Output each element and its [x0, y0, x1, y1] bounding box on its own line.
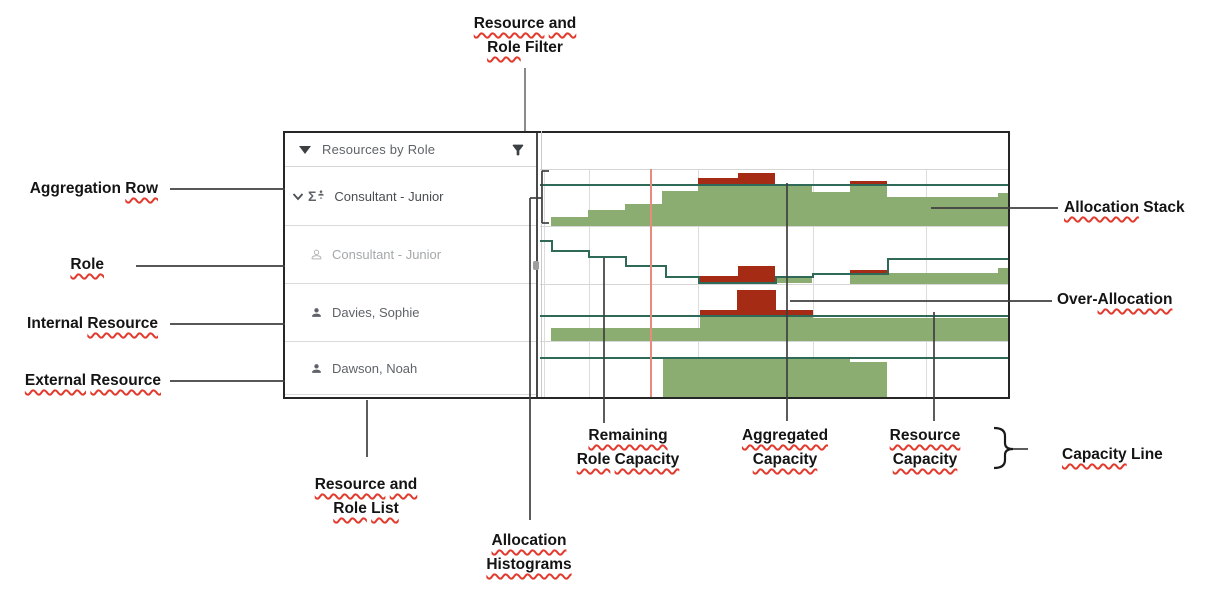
label-word: External: [24, 372, 87, 389]
label-word: Histograms: [486, 556, 572, 573]
list-title: Resources by Role: [322, 142, 436, 157]
filter-icon[interactable]: [510, 142, 526, 158]
list-header: Resources by Role: [285, 133, 536, 167]
label-aggregation-row: Aggregation Row: [0, 177, 158, 201]
label-over-allocation: Over-Allocation: [1057, 288, 1172, 312]
label-word: Aggregated: [741, 427, 829, 444]
row-aggregation[interactable]: Σ Consultant - Junior: [285, 167, 536, 226]
row-label: Dawson, Noah: [332, 360, 418, 376]
chevron-down-icon[interactable]: [292, 192, 304, 201]
collapse-triangle-icon[interactable]: [299, 145, 311, 154]
label-word: Line: [1130, 446, 1163, 463]
row-internal-resource[interactable]: Davies, Sophie: [285, 284, 536, 342]
label-word: Capacity: [1062, 446, 1127, 463]
label-word: Capacity: [892, 451, 958, 468]
splitter-handle[interactable]: [533, 261, 539, 270]
role-aggregation-icon: Σ: [308, 189, 325, 203]
label-external-resource: External Resource: [0, 369, 161, 393]
label-word: Resource: [314, 476, 386, 493]
resource-planner-panel: Resources by Role Σ Consultant - Junior …: [283, 131, 1010, 399]
label-word: Capacity: [752, 451, 818, 468]
label-word: Resource: [889, 427, 961, 444]
label-word: Resource: [473, 15, 545, 32]
label-word: Remaining: [588, 427, 668, 444]
row-external-resource[interactable]: Dawson, Noah: [285, 342, 536, 395]
label-word: Internal: [27, 315, 84, 332]
label-word: Stack: [1143, 199, 1185, 216]
label-word: Resource: [90, 372, 161, 389]
label-word: Capacity: [614, 451, 680, 468]
label-word: Allocation: [1097, 291, 1173, 308]
label-word: Aggregation: [29, 180, 121, 197]
label-word: and: [389, 476, 418, 493]
label-word: Row: [125, 180, 158, 197]
label-internal-resource: Internal Resource: [0, 312, 158, 336]
label-word: Role: [487, 39, 521, 56]
label-word: Allocation: [1064, 199, 1139, 216]
label-word: Allocation: [491, 532, 567, 549]
label-word: Resource: [87, 315, 158, 332]
resource-role-list: Resources by Role Σ Consultant - Junior …: [285, 133, 536, 397]
label-word: List: [371, 500, 399, 517]
row-label: Consultant - Junior: [332, 247, 442, 262]
row-role[interactable]: Consultant - Junior: [285, 226, 536, 284]
label-capacity-line: Capacity Line: [1062, 443, 1163, 467]
label-allocation-stack: Allocation Stack: [1064, 196, 1185, 220]
row-label: Consultant - Junior: [334, 188, 444, 204]
person-icon: [310, 362, 323, 375]
label-word: Role: [70, 256, 104, 273]
label-word: Role: [576, 451, 611, 468]
person-icon: [310, 306, 323, 319]
label-word: Over-: [1057, 291, 1098, 308]
label-word: Role: [333, 500, 367, 517]
label-word: and: [548, 15, 577, 32]
label-role: Role: [0, 253, 104, 277]
row-label: Davies, Sophie: [332, 305, 420, 320]
person-outline-icon: [310, 248, 323, 261]
label-word: Filter: [525, 39, 563, 56]
